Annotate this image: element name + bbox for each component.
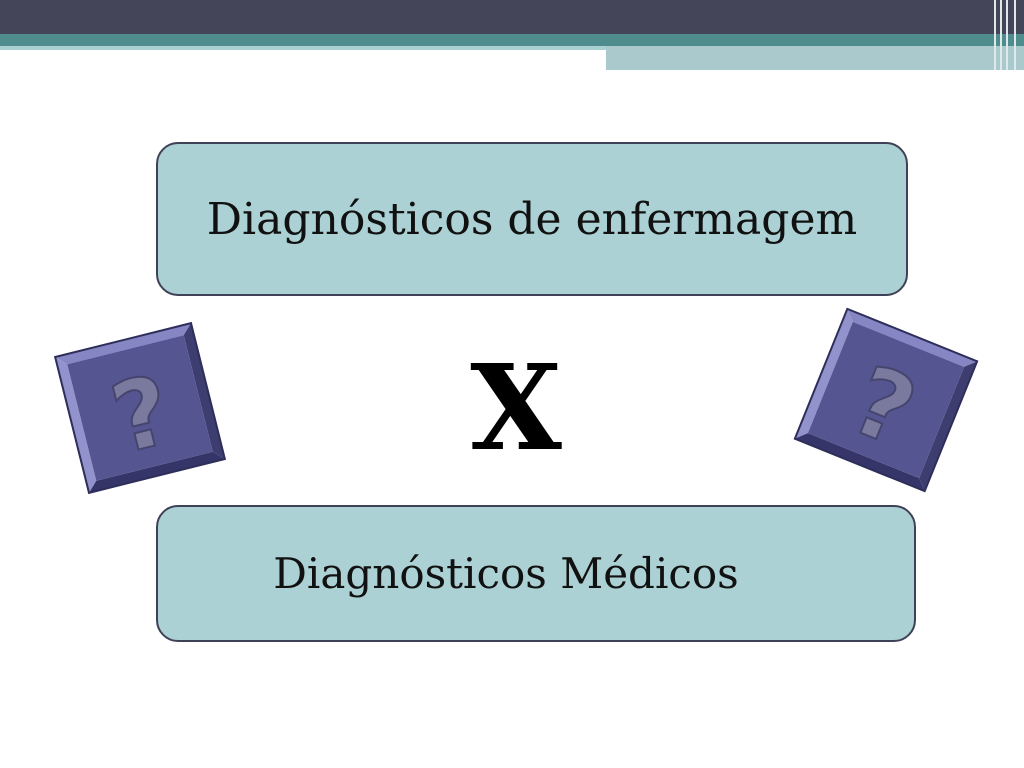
versus-symbol: X xyxy=(470,338,562,477)
header-bar-dark xyxy=(0,0,1024,34)
header-edge-lines xyxy=(990,0,1024,70)
header-bar-light-right xyxy=(606,46,1024,70)
question-icon: ? xyxy=(53,321,227,495)
header-bar-teal xyxy=(0,34,1024,46)
header-bar-light xyxy=(0,46,606,50)
medical-diagnoses-box: Diagnósticos Médicos xyxy=(156,505,916,642)
question-icon: ? xyxy=(793,307,979,493)
medical-diagnoses-label: Diagnósticos Médicos xyxy=(273,549,739,598)
nursing-diagnoses-label: Diagnósticos de enfermagem xyxy=(206,193,858,245)
nursing-diagnoses-box: Diagnósticos de enfermagem xyxy=(156,142,908,296)
